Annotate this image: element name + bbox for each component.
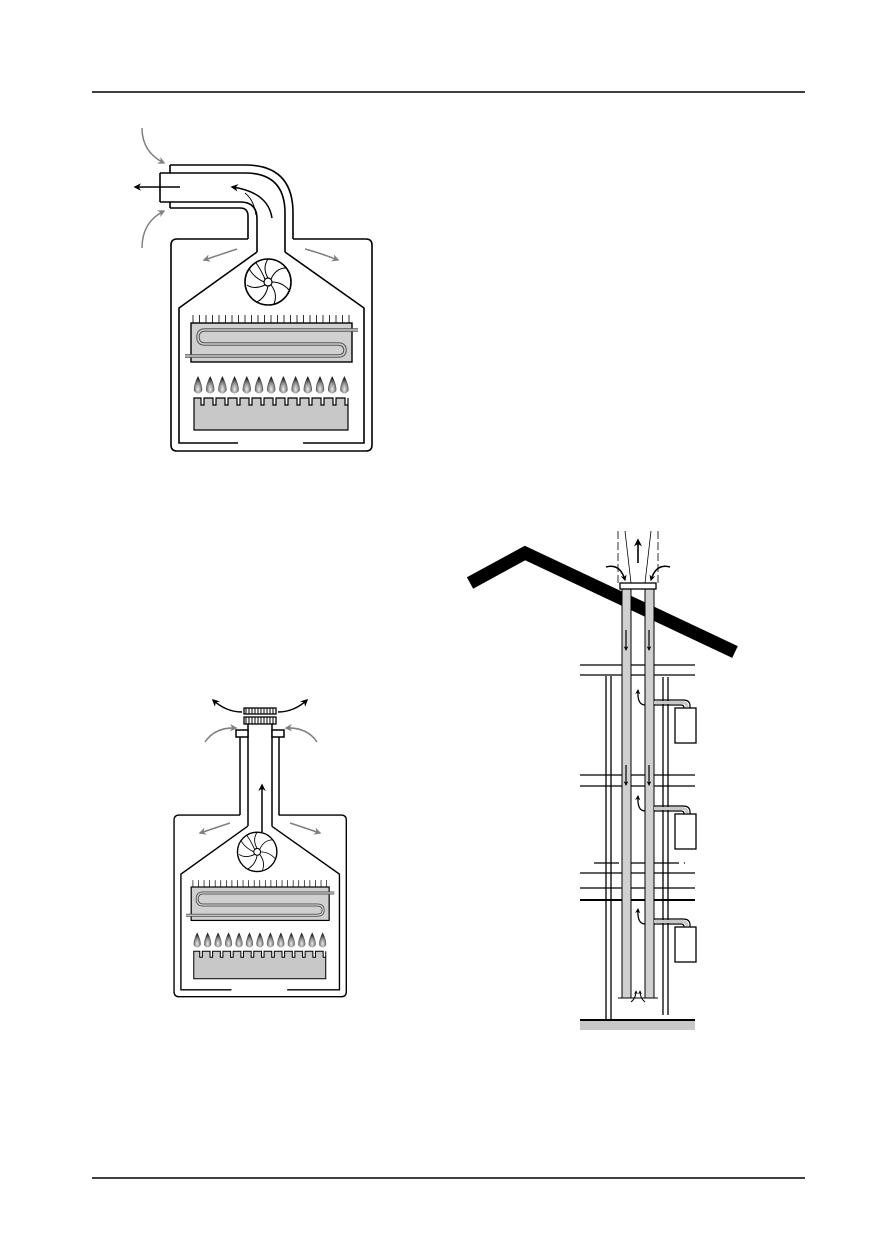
flow-arrow xyxy=(638,909,645,924)
boiler-vertical-flue-diagram xyxy=(174,700,346,997)
exhaust-arrow xyxy=(278,700,307,712)
intake-arrow xyxy=(286,728,317,742)
flow-arrow xyxy=(638,796,645,811)
airflow-arrow xyxy=(204,249,237,260)
flue-terminal-cap xyxy=(244,708,276,724)
airflow-arrow xyxy=(290,823,320,833)
roof xyxy=(470,553,735,652)
shared-flue-diagram xyxy=(470,531,735,1030)
intake-arrow xyxy=(142,128,164,163)
intake-arrow xyxy=(142,211,164,248)
flow-arrow xyxy=(638,690,645,705)
exhaust-arrow xyxy=(213,700,242,712)
airflow-arrow xyxy=(305,249,338,260)
boiler-horizontal-flue-diagram xyxy=(135,128,372,451)
ground xyxy=(580,1020,695,1030)
intake-arrow xyxy=(205,728,236,742)
airflow-arrow xyxy=(200,823,230,833)
